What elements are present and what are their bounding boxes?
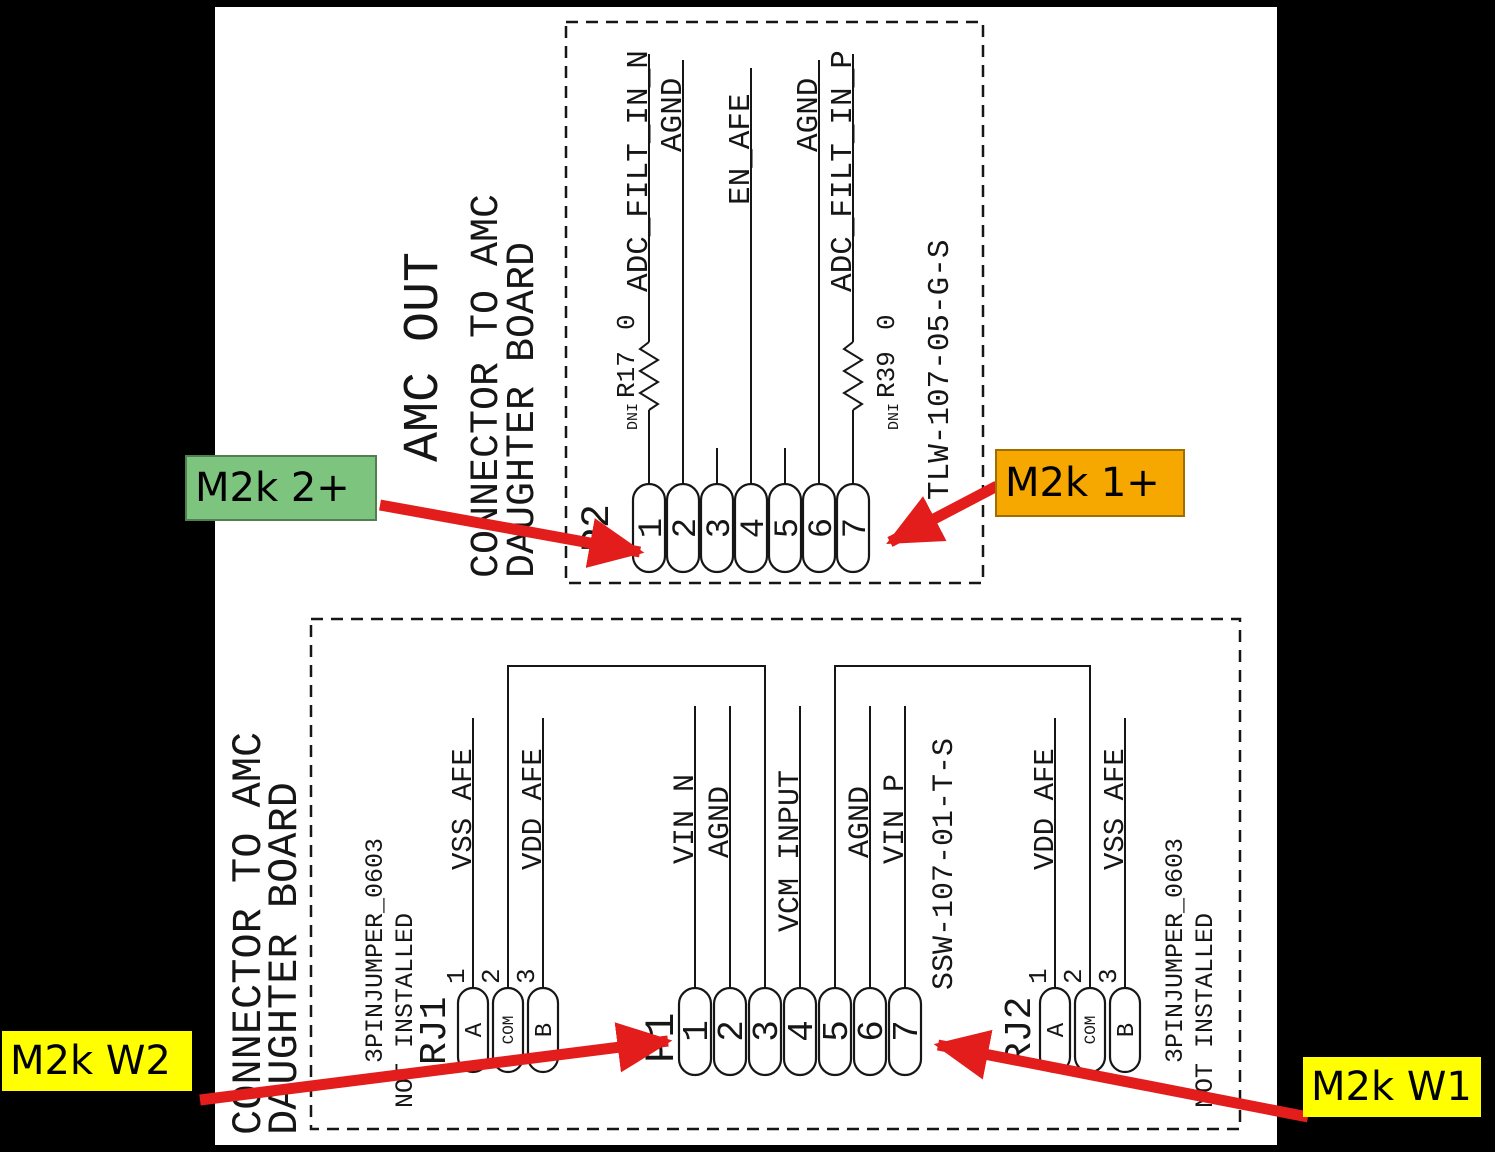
rj1-pin-1-number: 1 <box>442 968 472 984</box>
rj1-pin-b-label: B <box>532 1023 559 1037</box>
rj1-pin-com-label: COM <box>500 1016 518 1045</box>
p2-pin-5 <box>767 482 803 574</box>
rj1-pin-com <box>491 986 525 1074</box>
rj1-part-label: 3PINJUMPER_0603 <box>361 838 390 1063</box>
net-vss-afe-rj1: VSS_AFE <box>447 748 480 870</box>
p1-pin-7-number: 7 <box>887 1020 928 1042</box>
p1-pin-6-number: 6 <box>852 1020 893 1042</box>
p2-pin-2-number: 2 <box>668 518 706 538</box>
p1-pin-6 <box>852 986 888 1077</box>
rj1-pin-2-number: 2 <box>477 968 507 984</box>
net-vdd-afe-rj1: VDD_AFE <box>517 748 550 870</box>
resistor-r39-symbol <box>842 341 864 411</box>
callout-m2k-w1: M2k W1 <box>1303 1057 1481 1117</box>
rj2-part-label: 3PINJUMPER_0603 <box>1161 838 1190 1063</box>
callout-m2k-w2: M2k W2 <box>2 1031 192 1091</box>
rj2-pin-2-number: 2 <box>1059 968 1089 984</box>
r17-refdes: R17 <box>612 351 642 398</box>
net-adc-filt-in-p: ADC_FILT_IN_P <box>826 50 861 292</box>
r17-dni-note: DNI <box>625 403 642 430</box>
arrow-m2k-2plus-to-p2pin1 <box>379 499 645 568</box>
schematic-page <box>215 7 1277 1145</box>
r39-refdes: R39 <box>872 351 902 398</box>
bus-rj1-to-p1pin3 <box>507 665 766 988</box>
p1-pin-4 <box>782 986 818 1077</box>
callout-m2k-2plus: M2k 2+ <box>185 455 377 521</box>
p2-pin-2 <box>665 482 701 574</box>
p1-pin-1-number: 1 <box>677 1020 718 1042</box>
r39-value: 0 <box>872 314 902 330</box>
callout-m2k-w1-label: M2k W1 <box>1311 1064 1472 1110</box>
bottom-caption-line2: DAUGHTER BOARD <box>261 782 309 1135</box>
p2-pin-1-number: 1 <box>634 518 672 538</box>
net-agnd-p1pin2: AGND <box>704 786 738 858</box>
r17-value: 0 <box>612 314 642 330</box>
rj1-pin-a <box>456 986 490 1074</box>
p2-pin-6 <box>801 482 837 574</box>
p1-pin-5 <box>817 986 853 1077</box>
arrow-m2k-w2-to-p1pin1 <box>199 1022 673 1106</box>
callout-m2k-w2-label: M2k W2 <box>10 1038 171 1084</box>
p2-pin-6-number: 6 <box>804 518 842 538</box>
p1-pin-3-number: 3 <box>747 1020 788 1042</box>
net-vin-n: VIN_N <box>669 774 703 864</box>
p2-pin-4-number: 4 <box>736 518 774 538</box>
p1-pin-2-number: 2 <box>712 1020 753 1042</box>
rj2-pin-3-number: 3 <box>1094 968 1124 984</box>
bottom-caption-line1: CONNECTOR TO AMC <box>225 732 273 1135</box>
p1-pin-3 <box>747 986 783 1077</box>
top-caption-line1: CONNECTOR TO AMC <box>465 194 510 578</box>
bottom-dashed-boundary <box>309 617 1242 1131</box>
p2-pin-3 <box>699 482 735 574</box>
callout-m2k-2plus-label: M2k 2+ <box>195 465 350 511</box>
bus-p1pin5-to-rj2 <box>834 665 1091 988</box>
resistor-r17-symbol <box>638 341 660 411</box>
p1-pin-7 <box>887 986 923 1077</box>
net-vin-p: VIN_P <box>879 774 913 864</box>
p1-pin-1 <box>677 986 713 1077</box>
rj2-pin-b-label: B <box>1114 1023 1141 1037</box>
rj2-install-note: NOT INSTALLED <box>1191 913 1220 1108</box>
net-agnd-p2pin2: AGND <box>656 78 691 152</box>
rj2-pin-1-number: 1 <box>1024 968 1054 984</box>
net-agnd-p2pin6: AGND <box>792 78 827 152</box>
arrow-m2k-1plus-to-p2pin7 <box>886 481 1000 547</box>
p2-pin-7 <box>835 482 871 574</box>
rj2-pin-b <box>1108 986 1142 1074</box>
net-vdd-afe-rj2: VDD_AFE <box>1029 748 1062 870</box>
rj2-pin-a-label: A <box>1044 1022 1071 1037</box>
p1-pin-4-number: 4 <box>782 1020 823 1042</box>
bottom-section: CONNECTOR TO AMC DAUGHTER BOARD VSS_AFE … <box>225 617 1242 1135</box>
net-vcm-input: VCM_INPUT <box>774 770 808 932</box>
p1-part-number: SSW-107-01-T-S <box>928 738 962 990</box>
top-title: AMC OUT <box>396 252 453 462</box>
net-adc-filt-in-n: ADC_FILT_IN_N <box>622 50 657 292</box>
rj1-pin-a-label: A <box>462 1022 489 1037</box>
rj1-refdes: RJ1 <box>414 997 457 1065</box>
rj2-pin-com-label: COM <box>1082 1016 1100 1045</box>
top-section: AMC OUT CONNECTOR TO AMC DAUGHTER BOARD … <box>396 20 985 585</box>
annotation-arrows <box>199 481 1310 1123</box>
p2-pin-4 <box>733 482 769 574</box>
callout-m2k-1plus: M2k 1+ <box>995 449 1185 517</box>
net-en-afe: EN_AFE <box>724 93 759 205</box>
p2-pin-3-number: 3 <box>702 518 740 538</box>
p2-part-number: TLW-107-05-G-S <box>923 240 958 500</box>
r39-dni-note: DNI <box>886 403 903 430</box>
callout-m2k-1plus-label: M2k 1+ <box>1005 460 1160 506</box>
top-dashed-boundary <box>564 20 985 585</box>
p2-pin-7-number: 7 <box>838 518 876 538</box>
top-caption-line2: DAUGHTER BOARD <box>501 242 546 578</box>
rj1-pin-3-number: 3 <box>512 968 542 984</box>
p1-pin-2 <box>712 986 748 1077</box>
arrow-m2k-w1-to-p1pin7 <box>933 1029 1310 1123</box>
net-agnd-p1pin6: AGND <box>844 786 878 858</box>
p2-pin-5-number: 5 <box>770 518 808 538</box>
p1-pin-5-number: 5 <box>817 1020 858 1042</box>
net-vss-afe-rj2: VSS_AFE <box>1099 748 1132 870</box>
